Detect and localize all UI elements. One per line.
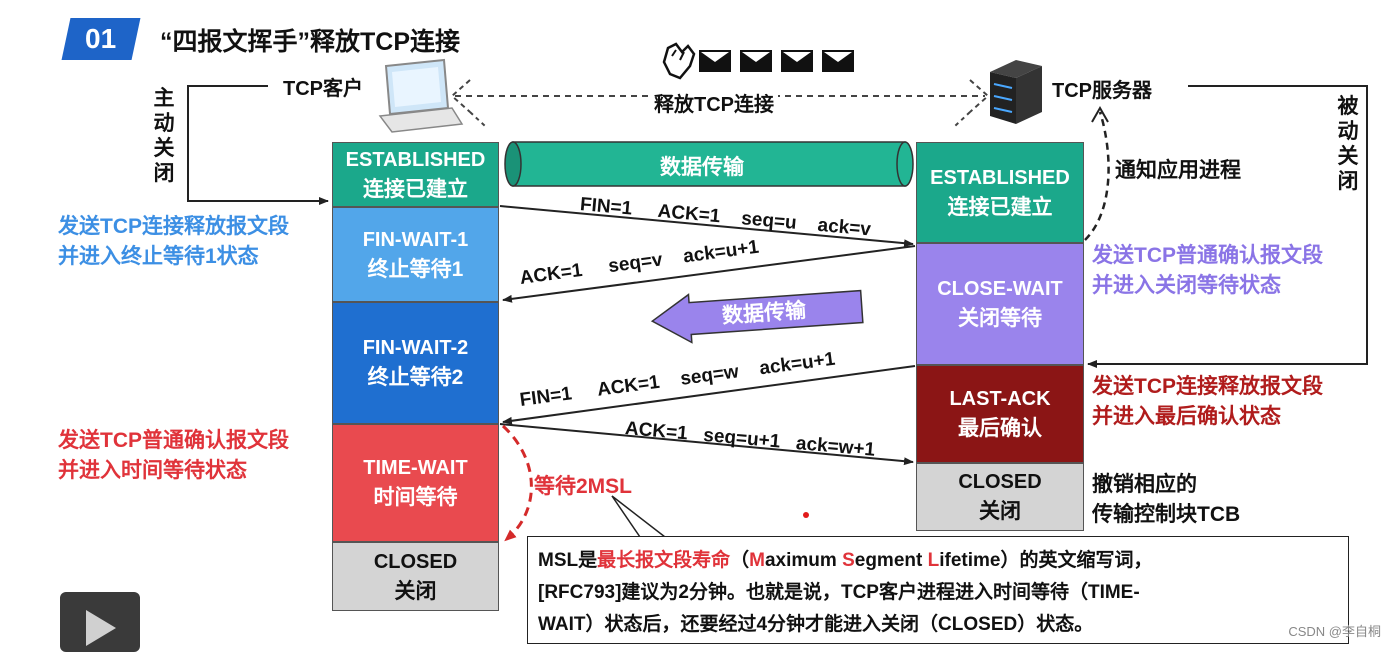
client-state-time-wait: TIME-WAIT 时间等待 [332, 424, 499, 542]
state-en: ESTABLISHED [930, 166, 1070, 189]
envelope-icon [781, 50, 813, 72]
data-transfer-purple-arrow [650, 289, 864, 344]
state-en: TIME-WAIT [363, 457, 468, 479]
server-fin-note: 发送TCP连接释放报文段 并进入最后确认状态 [1092, 372, 1323, 432]
watermark: CSDN @李自桐 [1288, 624, 1381, 639]
state-en: ESTABLISHED [345, 148, 486, 171]
server-label: TCP服务器 [1052, 80, 1152, 102]
active-close-label: 主动关闭 [153, 87, 175, 185]
envelope-icon [822, 50, 854, 72]
msl-line-3: WAIT）状态后，还要经过4分钟才能进入关闭（CLOSED）状态。 [538, 614, 1094, 635]
msg-field: ACK=1 [656, 200, 722, 228]
msl-text: aximum [764, 550, 843, 571]
fin1-arrow [499, 205, 914, 248]
msl-callout-pointer [611, 495, 870, 538]
data-transfer-cylinder [504, 141, 914, 187]
client-state-fin-wait-1: FIN-WAIT-1 终止等待1 [332, 207, 499, 302]
client-fin-note: 发送TCP连接释放报文段 并进入终止等待1状态 [58, 212, 289, 272]
note-line: 并进入时间等待状态 [58, 459, 247, 482]
ack2-arrow [499, 423, 914, 466]
wait-2msl-curve [501, 424, 533, 542]
server-state-last-ack: LAST-ACK 最后确认 [916, 365, 1084, 463]
msl-highlight: M [749, 550, 765, 571]
server-icon [990, 60, 1042, 124]
passive-close-bracket [1087, 85, 1368, 368]
passive-close-label: 被动关闭 [1337, 95, 1359, 193]
note-line: 发送TCP普通确认报文段 [58, 429, 289, 452]
msl-explanation-box: MSL是最长报文段寿命（Maximum Segment Lifetime）的英文… [527, 536, 1349, 644]
ack1-arrow [502, 245, 916, 303]
active-close-bracket [187, 85, 329, 205]
state-zh: 时间等待 [373, 486, 458, 509]
client-state-established: ESTABLISHED 连接已建立 [332, 142, 499, 207]
state-zh: 关闭 [979, 500, 1021, 523]
msg-field: seq=u [740, 208, 798, 234]
msg-field: ack=v [816, 214, 872, 241]
wait-2msl-label: 等待2MSL [534, 475, 633, 498]
state-zh: 关闭等待 [958, 307, 1042, 330]
laptop-icon [378, 58, 464, 133]
note-line: 发送TCP连接释放报文段 [1092, 375, 1323, 398]
client-state-closed: CLOSED 关闭 [332, 542, 499, 611]
release-connection-label: 释放TCP连接 [650, 88, 778, 117]
state-en: CLOSED [373, 550, 458, 573]
page-title: “四报文挥手”释放TCP连接 [160, 28, 461, 56]
client-state-fin-wait-2: FIN-WAIT-2 终止等待2 [332, 302, 499, 424]
server-state-close-wait: CLOSE-WAIT 关闭等待 [916, 243, 1084, 365]
data-transfer-middle-label: 数据传输 [721, 299, 807, 328]
note-line: 发送TCP普通确认报文段 [1092, 244, 1323, 267]
data-transfer-top-label: 数据传输 [660, 156, 744, 179]
notify-app-label: 通知应用进程 [1115, 159, 1241, 182]
state-en: CLOSED [958, 471, 1042, 493]
envelope-icon [699, 50, 731, 72]
msl-text: MSL是 [538, 550, 598, 571]
client-label: TCP客户 [283, 78, 363, 100]
note-line: 并进入最后确认状态 [1092, 405, 1281, 428]
msl-line-2: [RFC793]建议为2分钟。也就是说，TCP客户进程进入时间等待（TIME- [538, 582, 1140, 603]
state-en: FIN-WAIT-2 [362, 337, 469, 359]
server-closed-note: 撤销相应的 传输控制块TCB [1092, 470, 1240, 530]
msl-highlight: L [927, 550, 940, 571]
note-line: 撤销相应的 [1092, 473, 1197, 496]
state-en: FIN-WAIT-1 [362, 228, 469, 251]
msl-highlight: 最长报文段寿命 [597, 550, 731, 571]
state-en: CLOSE-WAIT [937, 278, 1063, 300]
server-state-established: ESTABLISHED 连接已建立 [916, 142, 1084, 243]
note-line: 发送TCP连接释放报文段 [58, 215, 289, 238]
client-ack-note: 发送TCP普通确认报文段 并进入时间等待状态 [58, 426, 289, 486]
note-line: 并进入关闭等待状态 [1092, 274, 1281, 297]
msg-field: ACK=1 [624, 418, 689, 445]
waving-hand-icon [662, 42, 696, 80]
msl-text: （ [730, 550, 750, 571]
server-ack-note: 发送TCP普通确认报文段 并进入关闭等待状态 [1092, 241, 1323, 301]
state-zh: 终止等待1 [367, 257, 464, 281]
msl-line-1: MSL是最长报文段寿命（Maximum Segment Lifetime）的英文… [538, 545, 1338, 577]
msl-text: egment [854, 550, 928, 571]
play-button[interactable] [60, 592, 140, 652]
state-zh: 关闭 [394, 579, 437, 603]
state-zh: 终止等待2 [367, 366, 464, 389]
msg-field: FIN=1 [579, 194, 634, 220]
state-en: LAST-ACK [949, 388, 1051, 410]
fin2-arrow [502, 365, 916, 425]
msl-highlight: S [842, 550, 855, 571]
note-line: 传输控制块TCB [1092, 503, 1241, 526]
state-zh: 最后确认 [958, 417, 1042, 440]
server-state-closed: CLOSED 关闭 [916, 463, 1084, 531]
state-zh: 连接已建立 [363, 177, 468, 201]
state-zh: 连接已建立 [947, 195, 1053, 219]
msl-text: ifetime）的英文缩写词， [939, 550, 1153, 571]
note-line: 并进入终止等待1状态 [58, 245, 259, 268]
notify-app-curve [1084, 111, 1110, 241]
red-dot [803, 512, 809, 518]
envelope-icon [740, 50, 772, 72]
